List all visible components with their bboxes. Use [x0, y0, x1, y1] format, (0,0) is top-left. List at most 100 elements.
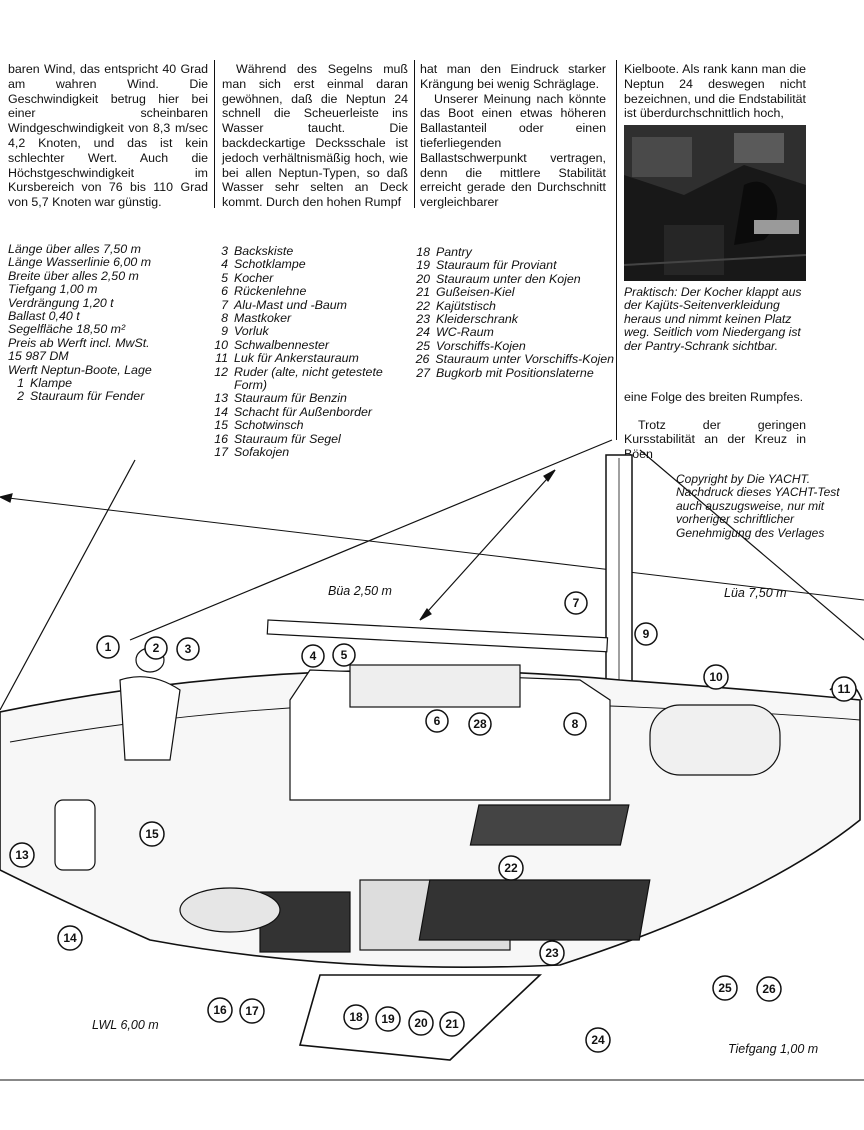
callout-16: 16: [207, 997, 233, 1023]
svg-text:23: 23: [545, 946, 559, 960]
svg-text:13: 13: [15, 848, 29, 862]
callout-8: 8: [563, 712, 587, 736]
column-divider: [214, 60, 215, 208]
svg-text:28: 28: [473, 717, 487, 731]
svg-text:11: 11: [838, 682, 851, 696]
svg-text:2: 2: [153, 641, 160, 655]
svg-text:6: 6: [434, 714, 441, 728]
callout-26: 26: [756, 976, 782, 1002]
svg-text:5: 5: [341, 648, 348, 662]
svg-text:18: 18: [349, 1010, 363, 1024]
column-4-text: Kielboote. Als rank kann man die Neptun …: [624, 62, 806, 121]
length-overall-label: Lüa 7,50 m: [724, 586, 787, 600]
beam-dimension-label: Büa 2,50 m: [328, 584, 392, 598]
callout-19: 19: [375, 1006, 401, 1032]
svg-text:21: 21: [445, 1017, 459, 1031]
callout-markers: 1 2 3 4 5 6 7 8 9 10 11 13 14 15 16 17 1…: [9, 591, 857, 1053]
callout-21: 21: [439, 1011, 465, 1037]
spec-price: 15 987 DM: [8, 349, 69, 364]
svg-text:1: 1: [105, 640, 112, 654]
svg-text:25: 25: [718, 981, 732, 995]
callout-18: 18: [343, 1004, 369, 1030]
svg-text:10: 10: [709, 670, 723, 684]
column-4-paragraph-2: Trotz der geringen Kursstabilität an der…: [624, 417, 806, 462]
article-column-4-continued: eine Folge des breiten Rumpfes. Trotz de…: [624, 378, 806, 474]
photo-caption: Praktisch: Der Kocher klappt aus der Kaj…: [624, 285, 802, 353]
spec-lwl: Länge Wasserlinie 6,00 m: [8, 255, 152, 270]
column-4-paragraph-1: eine Folge des breiten Rumpfes.: [624, 390, 804, 405]
column-1-text: baren Wind, das entspricht 40 Grad am wa…: [8, 62, 208, 210]
column-3-paragraph-2: Unserer Meinung nach könnte das Boot ein…: [420, 91, 606, 210]
waterline-length-label: LWL 6,00 m: [92, 1018, 159, 1032]
callout-17: 17: [239, 998, 265, 1024]
svg-text:14: 14: [63, 931, 77, 945]
callout-22: 22: [498, 855, 524, 881]
callout-11: 11: [831, 676, 857, 702]
callout-14: 14: [57, 925, 83, 951]
column-2-text: Während des Segelns muß man sich erst ei…: [222, 62, 408, 210]
svg-text:7: 7: [573, 596, 580, 610]
svg-text:3: 3: [185, 642, 192, 656]
callout-4: 4: [301, 644, 325, 668]
column-divider: [616, 60, 617, 440]
spec-displacement: Verdrängung 1,20 t: [8, 295, 114, 310]
callout-9: 9: [634, 622, 658, 646]
column-3-paragraph-1: hat man den Eindruck starker Krängung be…: [420, 62, 606, 91]
svg-text:20: 20: [414, 1016, 428, 1030]
svg-text:8: 8: [572, 717, 579, 731]
article-column-1: baren Wind, das entspricht 40 Grad am wa…: [8, 62, 208, 210]
callout-6: 6: [425, 709, 449, 733]
callout-2: 2: [144, 636, 168, 660]
callout-13: 13: [9, 842, 35, 868]
article-column-2: Während des Segelns muß man sich erst ei…: [222, 62, 408, 210]
galley-photo: [624, 125, 806, 281]
spec-draft: Tiefgang 1,00 m: [8, 282, 98, 297]
spec-shipyard: Werft Neptun-Boote, Lage: [8, 362, 152, 377]
specifications-list: Länge über alles 7,50 m Länge Wasserlini…: [8, 242, 152, 404]
spec-loa: Länge über alles 7,50 m: [8, 242, 141, 256]
svg-text:16: 16: [213, 1003, 227, 1017]
column-divider: [414, 60, 415, 208]
svg-text:17: 17: [245, 1004, 259, 1018]
svg-text:24: 24: [591, 1033, 605, 1047]
copyright-notice: Copyright by Die YACHT. Nachdruck dieses…: [676, 472, 840, 540]
boat-cutaway-drawing: 1 2 3 4 5 6 7 8 9 10 11 13 14 15 16 17 1…: [0, 439, 864, 1081]
draft-label: Tiefgang 1,00 m: [728, 1042, 819, 1056]
callout-5: 5: [332, 643, 356, 667]
article-column-4: Kielboote. Als rank kann man die Neptun …: [624, 62, 806, 121]
callout-15: 15: [139, 821, 165, 847]
spec-sail-area: Segelfläche 18,50 m²: [8, 322, 126, 337]
callout-7: 7: [564, 591, 588, 615]
spec-price-label: Preis ab Werft incl. MwSt.: [8, 335, 150, 350]
callout-20: 20: [408, 1010, 434, 1036]
svg-text:15: 15: [145, 827, 159, 841]
svg-text:19: 19: [381, 1012, 395, 1026]
callout-3: 3: [176, 637, 200, 661]
